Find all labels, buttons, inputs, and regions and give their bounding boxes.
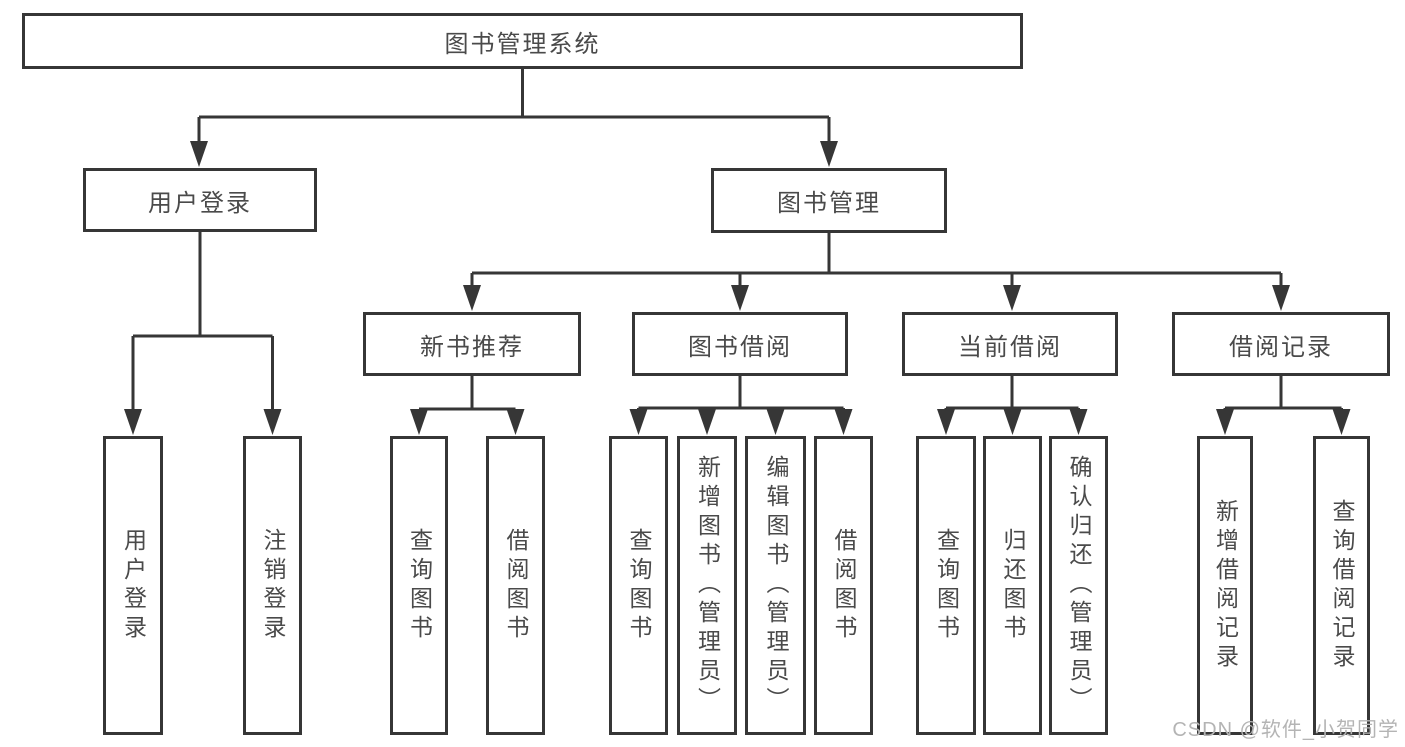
node-user-login-branch: 用户登录 — [83, 168, 317, 232]
node-borrowing-records: 借阅记录 — [1172, 312, 1390, 376]
node-label: 查询图书 — [933, 527, 960, 644]
node-label: 查询图书 — [406, 527, 433, 644]
node-leaf-user-login: 用户登录 — [103, 436, 163, 735]
node-label: 查询借阅记录 — [1329, 498, 1355, 673]
node-leaf-borrow-books-2: 借阅图书 — [814, 436, 873, 735]
node-label: 图书管理系统 — [444, 30, 601, 58]
node-leaf-return-books: 归还图书 — [983, 436, 1042, 735]
node-label: 编辑图书（管理员） — [763, 455, 789, 716]
csdn-watermark: CSDN @软件_小贺同学 — [1172, 719, 1399, 741]
node-leaf-query-books-3: 查询图书 — [916, 436, 976, 735]
node-label: 新书推荐 — [420, 333, 524, 361]
node-label: 归还图书 — [1000, 527, 1026, 644]
node-leaf-borrow-books-1: 借阅图书 — [486, 436, 545, 735]
node-label: 借阅记录 — [1229, 333, 1333, 361]
node-label: 图书借阅 — [688, 333, 792, 361]
node-label: 图书管理 — [777, 190, 881, 217]
node-current-borrowing: 当前借阅 — [902, 312, 1118, 376]
node-label: 借阅图书 — [831, 527, 857, 644]
node-label: 确认归还（管理员） — [1066, 455, 1092, 716]
node-leaf-edit-books-admin: 编辑图书（管理员） — [745, 436, 806, 735]
node-leaf-logout: 注销登录 — [243, 436, 302, 735]
node-label: 新增图书（管理员） — [694, 455, 721, 716]
node-leaf-query-borrow-record: 查询借阅记录 — [1313, 436, 1370, 735]
node-label: 查询图书 — [626, 527, 652, 644]
arrowheads — [124, 141, 1351, 435]
node-root-system: 图书管理系统 — [22, 13, 1023, 69]
node-leaf-query-books-2: 查询图书 — [609, 436, 668, 735]
node-label: 借阅图书 — [503, 527, 529, 644]
node-leaf-query-books-1: 查询图书 — [390, 436, 448, 735]
node-leaf-add-borrow-record: 新增借阅记录 — [1197, 436, 1253, 735]
node-book-management: 图书管理 — [711, 168, 947, 233]
node-label: 用户登录 — [148, 189, 252, 217]
node-label: 注销登录 — [260, 527, 286, 644]
node-leaf-confirm-return-admin: 确认归还（管理员） — [1049, 436, 1108, 735]
node-label: 用户登录 — [120, 527, 147, 644]
node-new-book-recommend: 新书推荐 — [363, 312, 581, 376]
node-label: 新增借阅记录 — [1212, 498, 1239, 673]
node-label: 当前借阅 — [958, 333, 1062, 361]
node-leaf-add-books-admin: 新增图书（管理员） — [677, 436, 737, 735]
node-book-borrowing: 图书借阅 — [632, 312, 848, 376]
